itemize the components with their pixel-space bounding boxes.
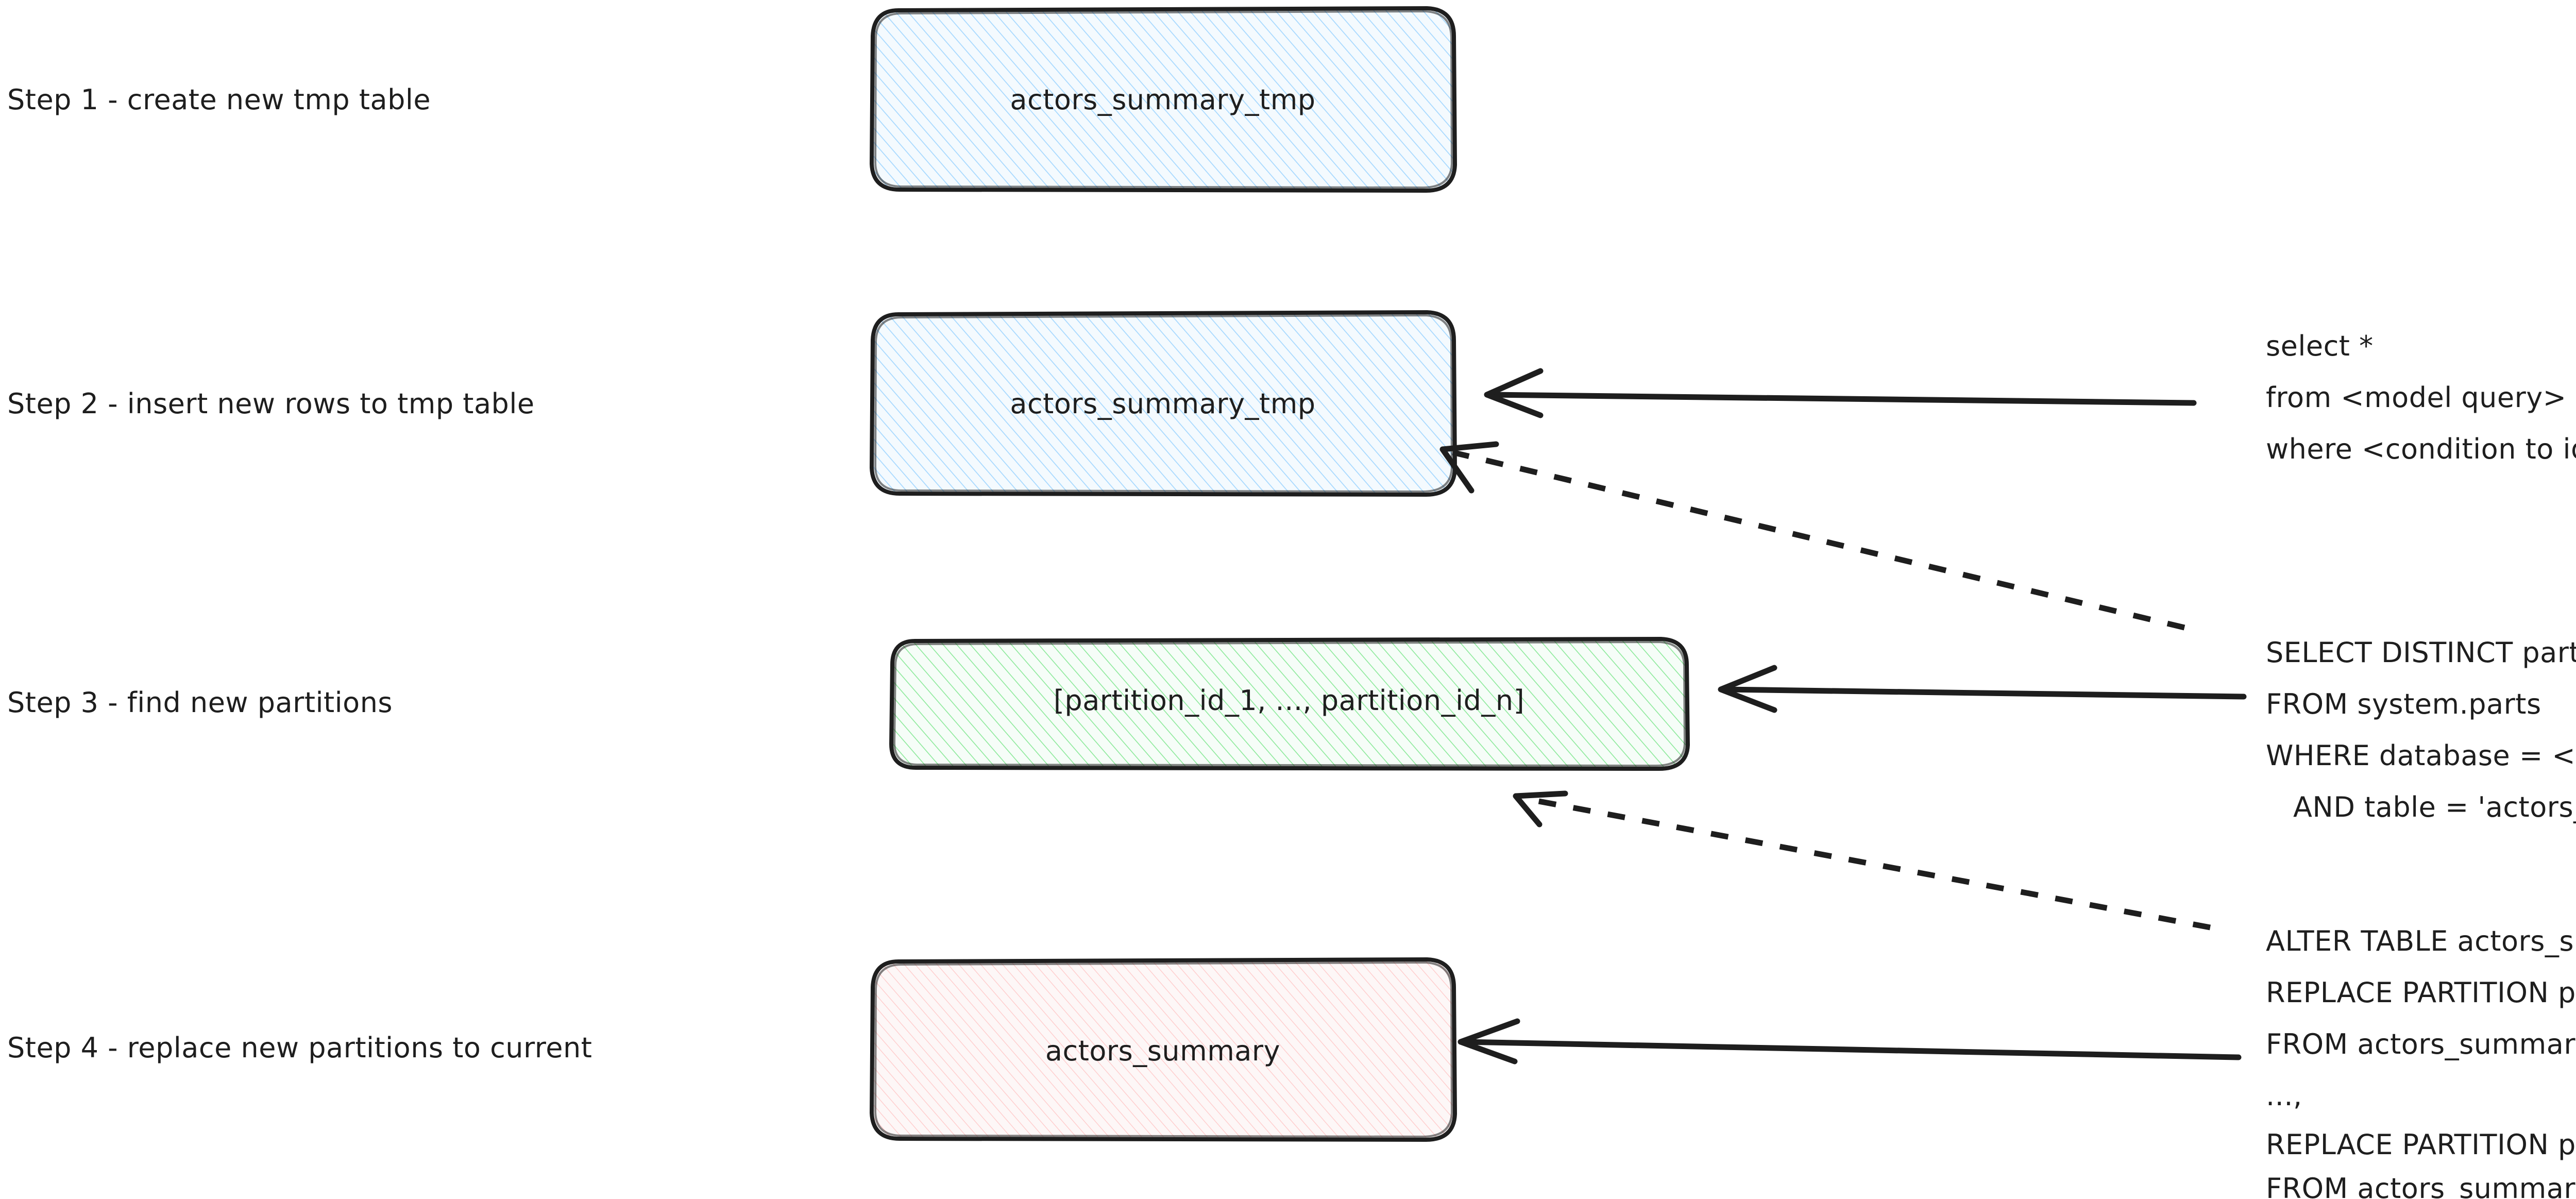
node-summary[interactable]: actors_summary: [870, 957, 1457, 1142]
step-3-label: Step 3 - find new partitions: [7, 686, 393, 719]
node-summary-fill: [872, 960, 1454, 1140]
step-2-label: Step 2 - insert new rows to tmp table: [7, 387, 535, 420]
query-replace-partitions: ALTER TABLE actors_summary REPLACE PARTI…: [2266, 925, 2576, 1199]
step-1-label: Step 1 - create new tmp table: [7, 83, 431, 116]
node-tmp-1[interactable]: actors_summary_tmp: [870, 6, 1457, 193]
node-parts-fill: [891, 640, 1687, 769]
query-insert-line-0: select *: [2266, 330, 2374, 362]
query-replace-line-1: REPLACE PARTITION partition_id_1: [2266, 976, 2576, 1009]
node-parts[interactable]: [partition_id_1, ..., partition_id_n]: [889, 637, 1690, 771]
query-find-line-1: FROM system.parts: [2266, 688, 2541, 720]
node-summary-outline-2: [874, 961, 1453, 1138]
arrow-query-insert-to-tmp2: [1484, 368, 2197, 418]
arrow-query-find-to-parts: [1718, 665, 2247, 713]
query-replace-line-5: FROM actors_summary_tmp,: [2266, 1172, 2576, 1199]
query-find-partitions: SELECT DISTINCT partition_id FROM system…: [2266, 636, 2576, 823]
query-find-line-0: SELECT DISTINCT partition_id: [2266, 636, 2576, 669]
arrow-tmp2-from-find-partitions: [1439, 441, 2185, 631]
query-find-line-3: AND table = 'actors_summary_tmp': [2266, 791, 2576, 823]
query-insert: select * from <model query> where <condi…: [2266, 330, 2576, 465]
query-replace-line-0: ALTER TABLE actors_summary: [2266, 925, 2576, 957]
node-summary-outline: [870, 957, 1457, 1142]
query-insert-line-1: from <model query>: [2266, 381, 2567, 414]
query-replace-line-2: FROM actors_summary_tmp,: [2266, 1028, 2576, 1060]
node-tmp-1-outline: [870, 6, 1457, 193]
node-tmp-1-outline-2: [874, 10, 1453, 189]
query-find-line-2: WHERE database = <database>: [2266, 739, 2576, 772]
arrow-query-replace-to-summary: [1458, 1018, 2242, 1065]
node-parts-label: [partition_id_1, ..., partition_id_n]: [1054, 684, 1524, 717]
query-replace-line-4: REPLACE PARTITION partition_id_n: [2266, 1128, 2576, 1161]
step-4-label: Step 4 - replace new partitions to curre…: [7, 1032, 592, 1064]
query-replace-line-3: ...,: [2266, 1079, 2302, 1112]
node-parts-outline: [889, 637, 1690, 771]
node-parts-outline-2: [893, 641, 1686, 767]
node-tmp-1-fill: [872, 9, 1454, 191]
node-tmp-2-outline: [870, 310, 1457, 497]
node-tmp-2-label: actors_summary_tmp: [1010, 387, 1315, 420]
node-tmp-2-fill: [872, 313, 1454, 495]
arrow-parts-from-replace: [1513, 790, 2211, 931]
query-insert-line-2: where <condition to identify new>: [2266, 433, 2576, 465]
node-tmp-2[interactable]: actors_summary_tmp: [870, 310, 1457, 497]
node-summary-label: actors_summary: [1045, 1035, 1280, 1067]
node-tmp-1-label: actors_summary_tmp: [1010, 83, 1315, 116]
node-tmp-2-outline-2: [874, 314, 1453, 493]
